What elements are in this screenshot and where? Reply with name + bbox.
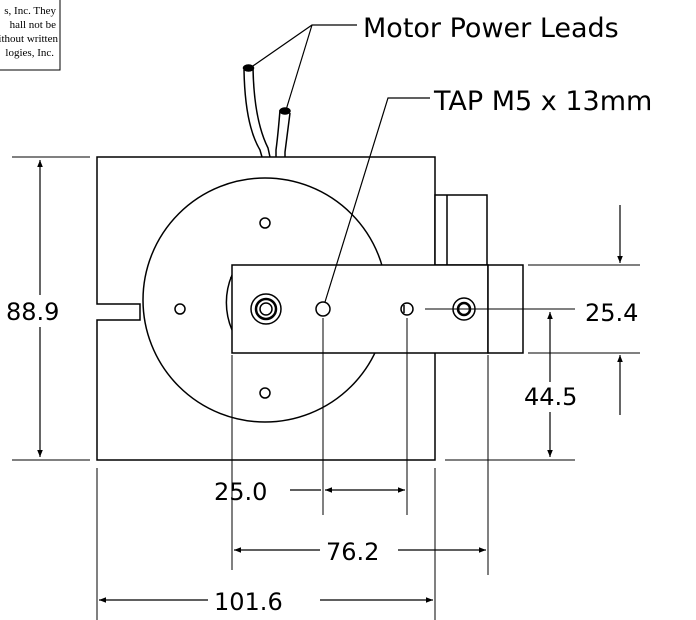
notice-box (0, 0, 61, 71)
lead-2-end (279, 107, 291, 115)
lead-1-inner (252, 67, 271, 158)
lead-2-outer (275, 109, 281, 157)
disc-hole-left (174, 303, 186, 315)
shaft-inner (259, 302, 273, 316)
dim-44-5-label: 44.5 (524, 383, 577, 411)
motor-leads-label: Motor Power Leads (363, 13, 619, 44)
notice-line-4: logies, Inc. (5, 47, 54, 59)
motor-power-leads (242, 64, 291, 158)
dim-25-0-label: 25.0 (214, 478, 267, 506)
lead-1-end (242, 64, 255, 72)
dim-88-9-bg (0, 295, 72, 327)
dim-25-4-label: 25.4 (585, 299, 638, 327)
dim-101-6-label: 101.6 (214, 588, 283, 616)
notice-line-2: hall not be (10, 19, 57, 31)
lead-1-outer (243, 69, 263, 158)
dim-44-5-bg (522, 382, 578, 412)
notice-line-3: ithout written (0, 33, 58, 45)
hub-arc (225, 274, 233, 331)
callout-leaders (249, 24, 430, 303)
disc-holes (174, 217, 271, 399)
extension-lines (12, 156, 640, 620)
leads-leader (249, 24, 357, 69)
tap-label: TAP M5 x 13mm (433, 86, 652, 117)
dimension-lines (37, 160, 623, 603)
copyright-notice: s, Inc. They hall not be ithout written … (0, 0, 61, 71)
disc-hole-top (259, 217, 271, 229)
disc-hole-bottom (259, 387, 271, 399)
tap-leader (324, 97, 430, 303)
tap-hole (315, 301, 331, 317)
dim-88-9-label: 88.9 (6, 298, 59, 326)
arm-hole-small (400, 302, 414, 316)
notice-line-1: s, Inc. They (4, 5, 56, 17)
side-block (434, 194, 488, 266)
lead-2-inner (284, 112, 291, 157)
dim-76-2-label: 76.2 (326, 538, 379, 566)
leads-leader-2 (285, 24, 313, 111)
